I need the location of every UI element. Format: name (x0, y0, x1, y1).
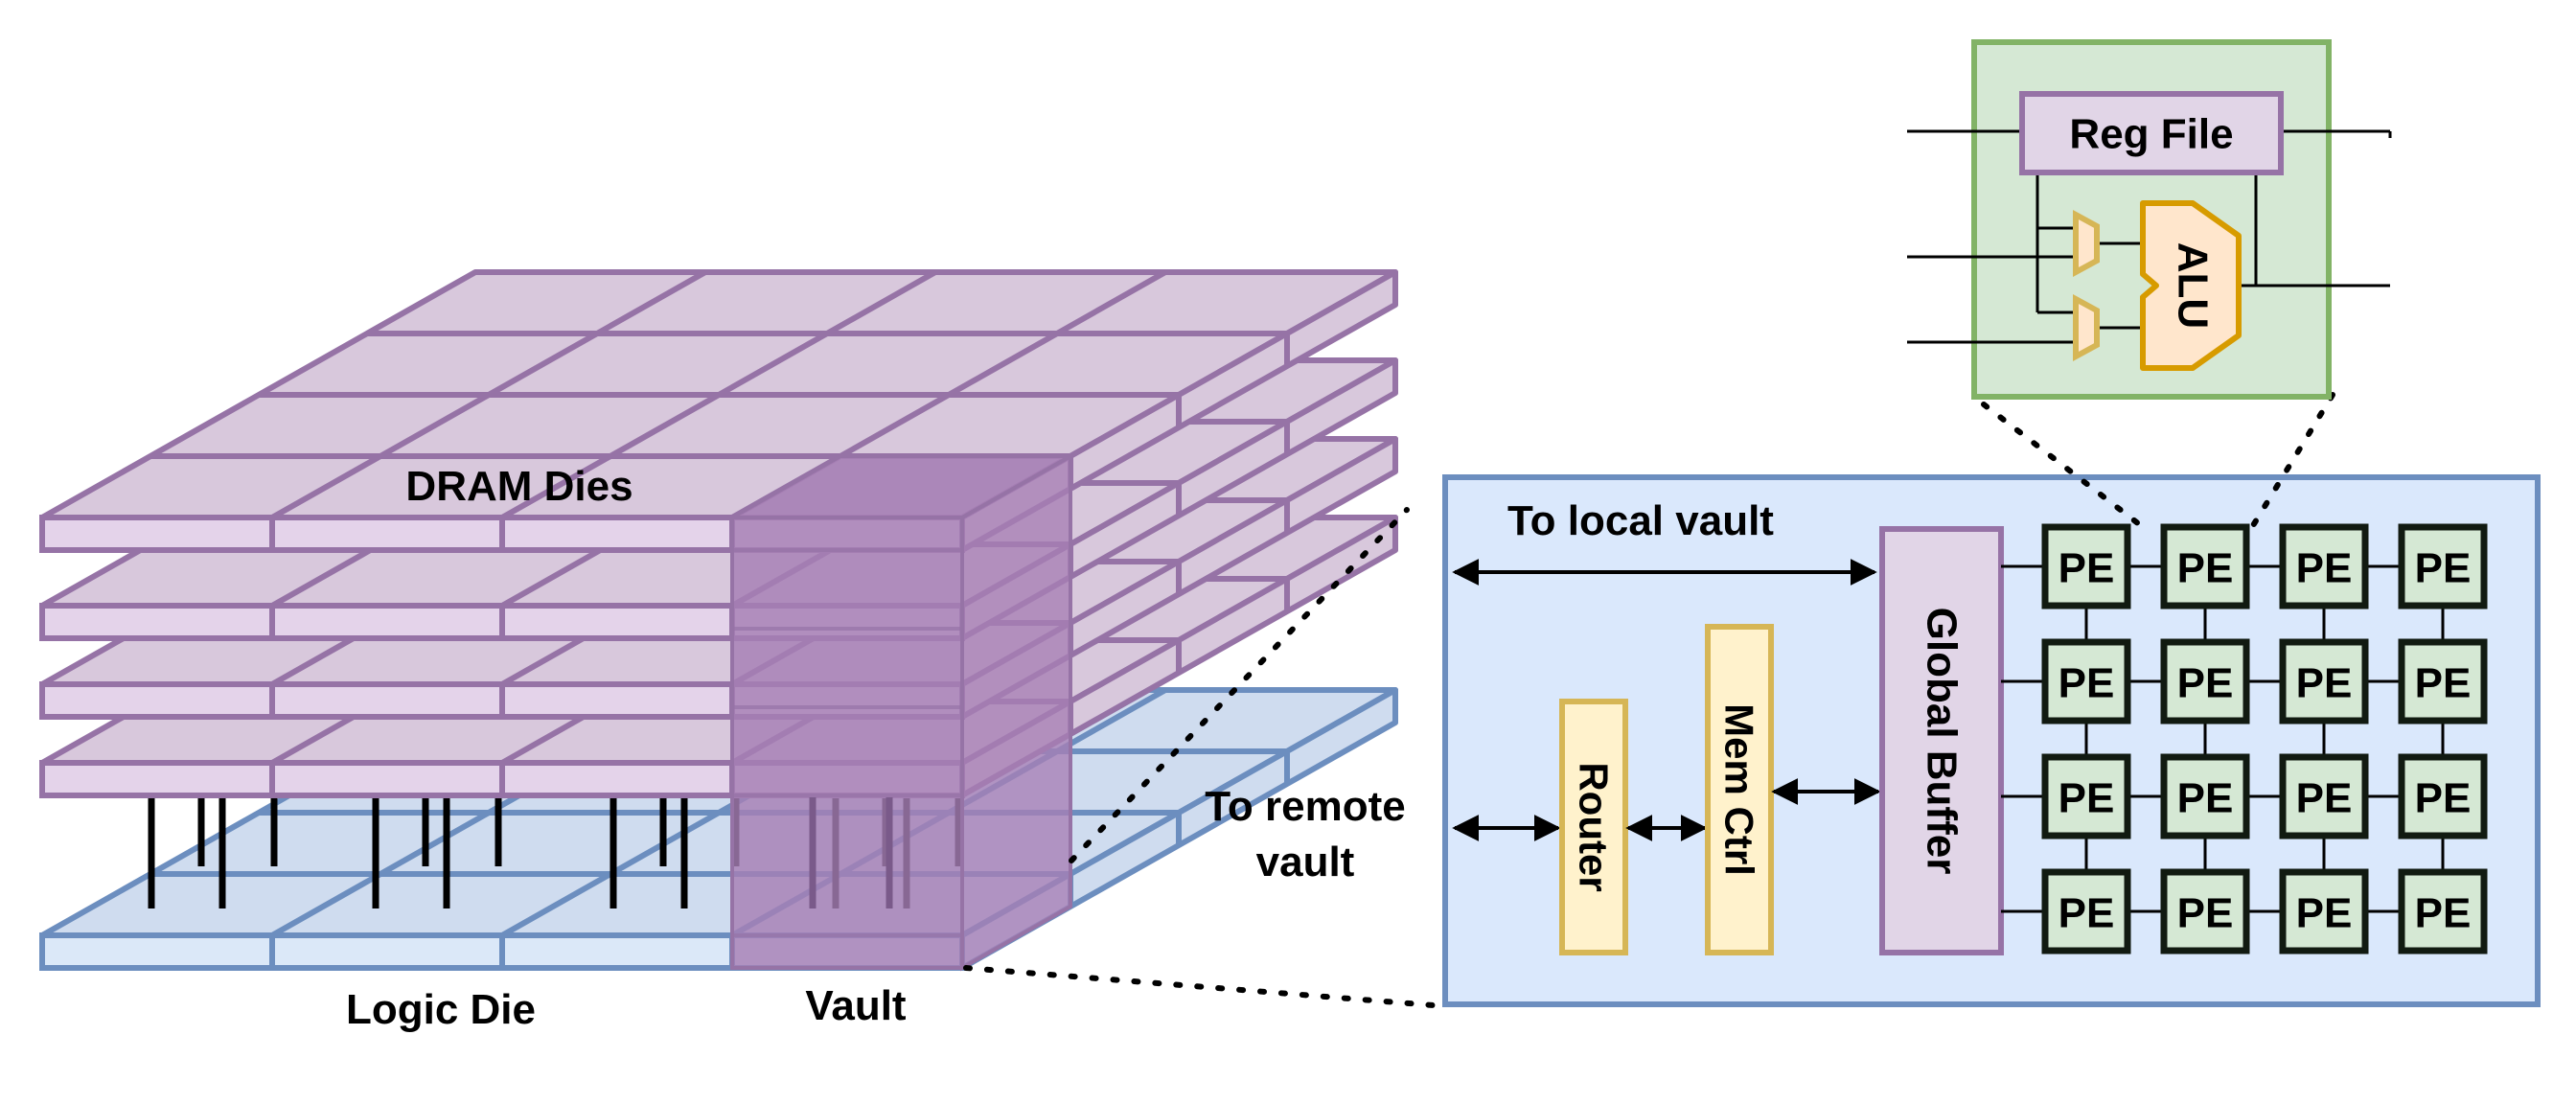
pe-detail-wiring (1907, 129, 2392, 344)
router-block: Router (1559, 699, 1628, 955)
global-buffer-block: Global Buffer (1879, 526, 2004, 955)
logic-die-label: Logic Die (346, 986, 536, 1033)
dram-dies-label: DRAM Dies (405, 463, 632, 510)
reg-file-block (2019, 91, 2284, 175)
mem-ctrl-label: Mem Ctrl (1717, 703, 1762, 876)
pe-cell (2041, 753, 2131, 840)
zoom-line-pe-left (1981, 402, 2146, 530)
to-remote-label-line1: To remote (1205, 783, 1405, 830)
pe-cell (2279, 523, 2369, 610)
pe-cell (2398, 753, 2488, 840)
pe-label: PE (2058, 890, 2115, 937)
pe-label: PE (2296, 775, 2353, 822)
vault-column (724, 452, 1078, 972)
reg-file-label: Reg File (2069, 111, 2233, 158)
memory-cube (39, 269, 1398, 972)
pe-cell (2160, 753, 2250, 840)
zoom-line-pe-right (2249, 392, 2335, 530)
pe-label: PE (2415, 660, 2472, 707)
mem-ctrl-block: Mem Ctrl (1705, 624, 1774, 955)
pe-label: PE (2177, 890, 2234, 937)
pe-label: PE (2058, 775, 2115, 822)
mux-top-icon (2073, 209, 2100, 278)
pe-label: PE (2296, 890, 2353, 937)
pe-label: PE (2296, 545, 2353, 592)
pe-cell (2041, 523, 2131, 610)
router-label: Router (1572, 762, 1617, 891)
pe-cell (2398, 868, 2488, 954)
pe-cell (2279, 638, 2369, 724)
pe-cell (2398, 638, 2488, 724)
alu-label: ALU (2170, 242, 2217, 329)
pe-array: PE PE PE PE PE PE PE PE PE PE PE PE PE PE PE PE (2001, 523, 2488, 954)
pe-label: PE (2177, 545, 2234, 592)
to-remote-label-line2: vault (1256, 839, 1355, 886)
zoom-line-top (1069, 507, 1410, 863)
mux-bottom-icon (2073, 293, 2100, 362)
pe-cell (2279, 753, 2369, 840)
vault-front-face (730, 516, 964, 970)
pe-cell (2398, 523, 2488, 610)
pe-label: PE (2296, 660, 2353, 707)
pe-cell (2160, 523, 2250, 610)
pe-cell (2160, 868, 2250, 954)
pe-cell (2041, 638, 2131, 724)
vault-top-face (724, 454, 1078, 519)
global-buffer-label: Global Buffer (1919, 608, 1966, 875)
zoom-line-bottom (963, 965, 1448, 1009)
vault-label: Vault (805, 982, 906, 1029)
pe-label: PE (2415, 545, 2472, 592)
pe-label: PE (2058, 660, 2115, 707)
pe-cell (2160, 638, 2250, 724)
pe-label: PE (2058, 545, 2115, 592)
alu-block: ALU (2140, 200, 2242, 371)
pe-cell (2279, 868, 2369, 954)
pe-label: PE (2415, 775, 2472, 822)
pe-label: PE (2177, 775, 2234, 822)
pe-label: PE (2415, 890, 2472, 937)
to-local-vault-label: To local vault (1507, 497, 1774, 544)
pe-label: PE (2177, 660, 2234, 707)
vault-side-face (960, 452, 1072, 972)
pe-cell (2041, 868, 2131, 954)
